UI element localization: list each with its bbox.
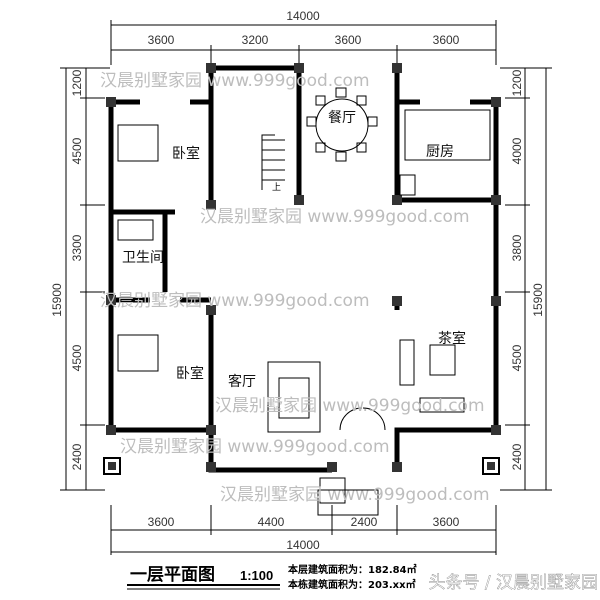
bottom-dimensions: 3600 4400 2400 3600 14000 — [110, 505, 497, 555]
dim-right-1: 1200 — [510, 69, 524, 96]
watermark: 汉晨别墅家园 www.999good.com — [120, 437, 390, 457]
dim-left-5: 2400 — [70, 443, 84, 470]
dim-bottom-3: 2400 — [351, 515, 378, 529]
staircase — [261, 134, 285, 190]
watermark: 汉晨别墅家园 www.999good.com — [220, 485, 490, 505]
left-dimensions: 1200 4500 3300 4500 2400 15900 — [50, 67, 110, 491]
dim-right-2: 4000 — [510, 137, 524, 164]
room-labels: 卧室 卫生间 卧室 客厅 餐厅 厨房 茶室 — [122, 110, 466, 390]
dim-right-total: 15900 — [531, 283, 545, 317]
dim-left-3: 3300 — [70, 234, 84, 261]
room-kitchen: 厨房 — [426, 144, 454, 160]
source-credit: 头条号 / 汉晨别墅家园 — [428, 573, 598, 593]
right-dimensions: 1200 4000 3800 4500 2400 15900 — [500, 67, 552, 491]
room-tea: 茶室 — [438, 330, 466, 347]
dim-top-1: 3600 — [148, 33, 175, 47]
dim-bottom-total: 14000 — [286, 538, 320, 552]
stair-up-label: 上 — [272, 182, 281, 193]
watermark: 汉晨别墅家园 www.999good.com — [100, 291, 370, 311]
room-bedroom-2: 卧室 — [176, 365, 204, 382]
plan-scale: 1:100 — [240, 568, 273, 583]
dim-top-2: 3200 — [242, 33, 269, 47]
dim-top-4: 3600 — [433, 33, 460, 47]
room-bedroom-1: 卧室 — [172, 145, 200, 162]
watermark: 汉晨别墅家园 www.999good.com — [200, 207, 470, 227]
columns — [103, 63, 501, 475]
dim-left-total: 15900 — [50, 283, 64, 317]
dim-left-1: 1200 — [70, 69, 84, 96]
dim-bottom-2: 4400 — [258, 515, 285, 529]
furniture: 上 — [117, 87, 491, 516]
top-dimensions: 14000 3600 3200 3600 3600 — [110, 9, 497, 65]
watermark: 汉晨别墅家园 www.999good.com — [100, 71, 370, 91]
floor-area: 本层建筑面积为：182.84㎡ — [288, 563, 417, 576]
dim-top-total: 14000 — [286, 9, 320, 23]
dim-left-4: 4500 — [70, 344, 84, 371]
dim-left-2: 4500 — [70, 137, 84, 164]
room-bathroom: 卫生间 — [122, 250, 164, 266]
dim-top-3: 3600 — [335, 33, 362, 47]
dim-right-4: 4500 — [510, 344, 524, 371]
dim-bottom-1: 3600 — [148, 515, 175, 529]
dim-right-3: 3800 — [510, 234, 524, 261]
plan-title: 一层平面图 — [130, 565, 215, 585]
room-living: 客厅 — [228, 373, 256, 390]
total-area: 本栋建筑面积为：203.xx㎡ — [288, 578, 416, 591]
dim-right-5: 2400 — [510, 443, 524, 470]
room-dining: 餐厅 — [328, 110, 356, 126]
dim-bottom-4: 3600 — [433, 515, 460, 529]
watermarks: 汉晨别墅家园 www.999good.com 汉晨别墅家园 www.999goo… — [100, 71, 490, 505]
title-block: 一层平面图 1:100 本层建筑面积为：182.84㎡ 本栋建筑面积为：203.… — [127, 563, 598, 593]
watermark: 汉晨别墅家园 www.999good.com — [215, 396, 485, 416]
